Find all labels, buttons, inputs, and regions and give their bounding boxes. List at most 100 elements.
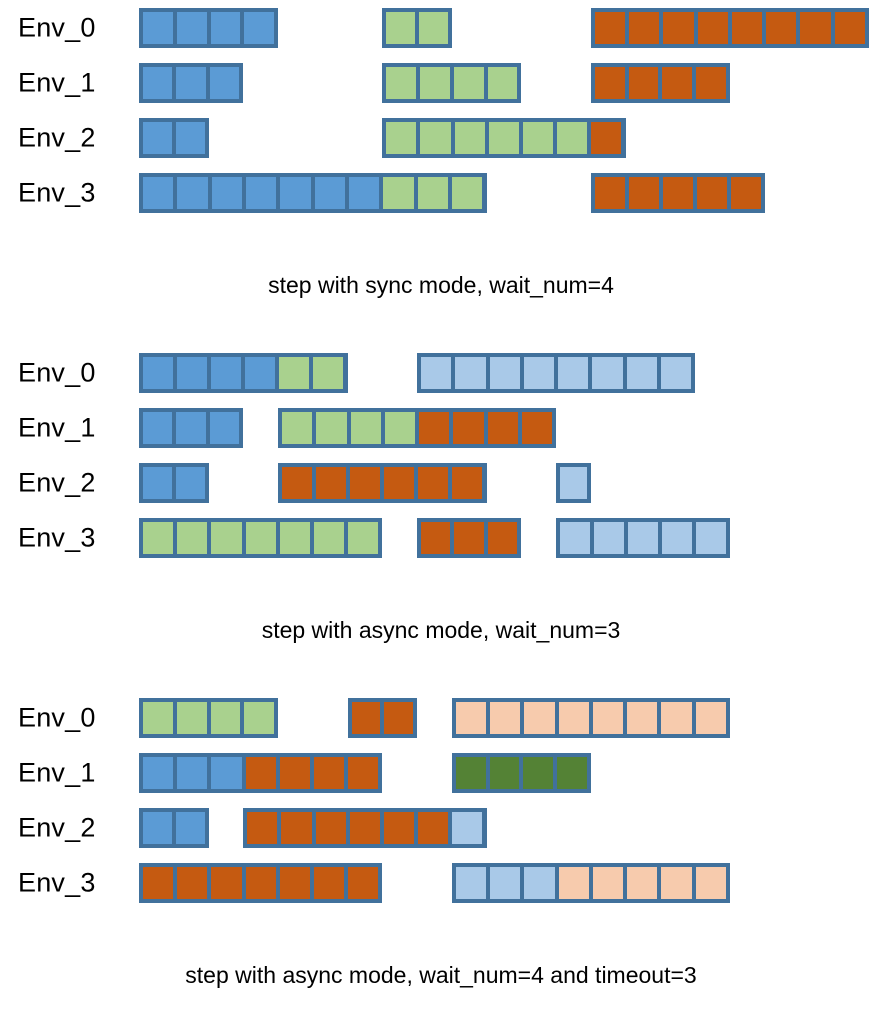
timeline-cell-green xyxy=(245,522,276,554)
timeline-block xyxy=(139,8,278,48)
timeline-row: Env_3 xyxy=(0,165,882,220)
timeline-cell-green xyxy=(454,122,485,154)
timeline-cell-blue xyxy=(210,12,241,44)
timeline-cell-green xyxy=(316,412,347,444)
timeline-cell-blue xyxy=(177,357,208,389)
timeline-cell-orange xyxy=(282,467,313,499)
timeline-cell-green xyxy=(386,67,416,99)
timeline-block xyxy=(347,698,417,738)
timeline-cell-peach xyxy=(455,702,486,734)
timeline-cell-orange xyxy=(348,757,379,789)
timeline-cell-orange xyxy=(628,177,659,209)
timeline-cell-orange xyxy=(663,12,694,44)
timeline-cell-blue xyxy=(143,67,173,99)
timeline-cell-orange xyxy=(313,757,345,789)
timeline-cell-blue xyxy=(177,757,208,789)
timeline-cell-green xyxy=(348,522,379,554)
timeline-cell-orange xyxy=(697,12,728,44)
timeline-cell-orange xyxy=(418,467,449,499)
timeline-cell-light-blue xyxy=(421,357,452,389)
timeline-block xyxy=(139,408,244,448)
timeline-track xyxy=(139,0,882,55)
timeline-cell-peach xyxy=(627,702,658,734)
timeline-cell-orange xyxy=(594,177,625,209)
panel-caption: step with async mode, wait_num=3 xyxy=(261,617,621,643)
timeline-cell-orange xyxy=(279,757,310,789)
timeline-cell-peach xyxy=(695,702,726,734)
row-label-env: Env_0 xyxy=(18,357,96,387)
timeline-cell-dark-green xyxy=(489,757,520,789)
timeline-cell-green xyxy=(384,412,415,444)
timeline-cell-peach xyxy=(627,867,658,899)
timeline-cell-light-blue xyxy=(592,357,623,389)
timeline-cell-blue xyxy=(314,177,346,209)
timeline-row: Env_3 xyxy=(0,855,882,910)
row-label-env: Env_2 xyxy=(18,812,96,842)
timeline-cell-orange xyxy=(351,702,381,734)
timeline-cell-orange xyxy=(766,12,797,44)
timeline-cell-peach xyxy=(695,867,726,899)
timeline-cell-orange xyxy=(279,867,310,899)
timeline-cell-green xyxy=(313,357,344,389)
timeline-cell-green xyxy=(487,67,518,99)
timeline-track xyxy=(139,400,882,455)
timeline-cell-green xyxy=(279,357,310,389)
row-label-env: Env_2 xyxy=(18,467,96,497)
timeline-cell-dark-green xyxy=(523,757,553,789)
timeline-cell-peach xyxy=(661,702,692,734)
timeline-cell-blue xyxy=(175,122,205,154)
timeline-cell-blue xyxy=(211,757,242,789)
timeline-cell-orange xyxy=(800,12,831,44)
timeline-track xyxy=(139,165,882,220)
timeline-cell-orange xyxy=(421,522,451,554)
timeline-cell-orange xyxy=(281,812,312,844)
timeline-cell-blue xyxy=(176,12,207,44)
timeline-cell-blue xyxy=(143,467,172,499)
timeline-row: Env_3 xyxy=(0,510,882,565)
timeline-cell-light-blue xyxy=(490,867,521,899)
row-label-env: Env_1 xyxy=(18,412,96,442)
timeline-cell-orange xyxy=(315,812,346,844)
timeline-cell-light-blue xyxy=(523,357,554,389)
timeline-cell-green xyxy=(420,122,451,154)
timeline-cell-orange xyxy=(316,467,347,499)
timeline-cell-green xyxy=(419,12,448,44)
timeline-cell-orange xyxy=(384,702,413,734)
timeline-row: Env_2 xyxy=(0,800,882,855)
row-label-env: Env_0 xyxy=(18,702,96,732)
timeline-cell-light-blue xyxy=(524,867,555,899)
timeline-cell-light-blue xyxy=(455,867,486,899)
timeline-cell-blue xyxy=(211,357,242,389)
timeline-cell-orange xyxy=(696,67,726,99)
timeline-cell-orange xyxy=(662,177,693,209)
timeline-cell-light-blue xyxy=(560,522,590,554)
timeline-cell-orange xyxy=(143,867,174,899)
timeline-track xyxy=(139,110,882,165)
timeline-cell-green xyxy=(386,122,417,154)
timeline-track xyxy=(139,745,882,800)
timeline-block xyxy=(139,518,383,558)
timeline-cell-orange xyxy=(696,177,727,209)
timeline-block xyxy=(139,753,383,793)
timeline-cell-blue xyxy=(280,177,311,209)
timeline-block xyxy=(451,753,591,793)
timeline-cell-green xyxy=(488,122,519,154)
timeline-cell-blue xyxy=(143,412,173,444)
timeline-track xyxy=(139,510,882,565)
timeline-track xyxy=(139,455,882,510)
timeline-cell-blue xyxy=(143,12,173,44)
timeline-row: Env_2 xyxy=(0,110,882,165)
timeline-cell-green xyxy=(417,177,449,209)
timeline-cell-orange xyxy=(418,812,449,844)
timeline-track xyxy=(139,55,882,110)
panel-caption: step with async mode, wait_num=4 and tim… xyxy=(185,962,697,988)
timeline-block xyxy=(590,173,765,213)
timeline-cell-orange xyxy=(487,412,518,444)
row-label-env: Env_2 xyxy=(18,122,96,152)
timeline-block xyxy=(139,808,209,848)
timeline-block xyxy=(590,63,730,103)
timeline-block xyxy=(139,118,209,158)
timeline-block xyxy=(590,8,869,48)
timeline-cell-orange xyxy=(594,67,625,99)
